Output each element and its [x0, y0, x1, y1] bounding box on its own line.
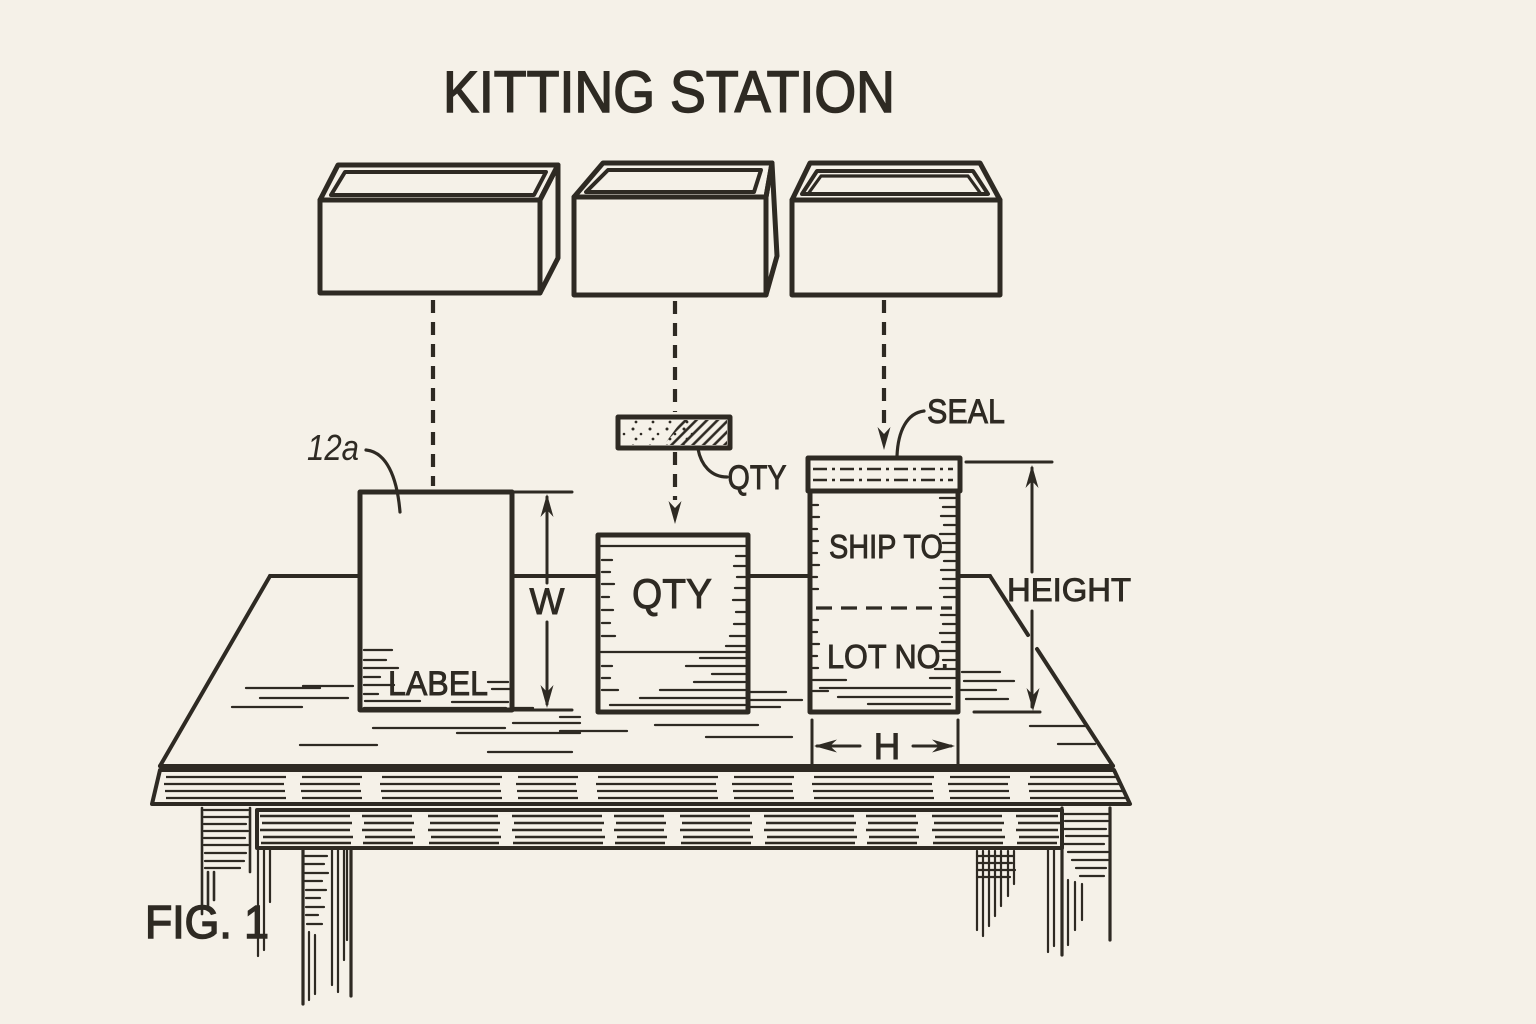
figure-label: FIG. 1: [145, 896, 269, 948]
height-dimension-text: HEIGHT: [1007, 572, 1131, 608]
label-card-outline: [357, 489, 515, 713]
ref-12a-leader-line: [364, 448, 402, 514]
label-card-shading: [362, 648, 512, 710]
box-rim-line: [806, 174, 983, 196]
qty-ticket-leader-line: [696, 447, 729, 479]
drop-line-middle: [668, 301, 682, 524]
drop-line-right: [877, 300, 891, 450]
table-leg-rear-left: [200, 806, 252, 916]
qty-ticket-text: QTY: [728, 459, 787, 497]
box-right-face: [763, 160, 780, 298]
box-opening: [800, 169, 990, 196]
box-opening: [584, 168, 763, 194]
label-card: LABEL 12a: [307, 427, 515, 713]
dimension-h: H: [810, 718, 960, 767]
supply-box-middle: [571, 160, 780, 298]
qty-box-shading: [600, 554, 804, 709]
box-front-face: [789, 197, 1003, 298]
box-right-face: [537, 162, 561, 296]
seal-text: SEAL: [927, 393, 1005, 431]
w-dimension-text: W: [530, 581, 565, 622]
ref-12a-text: 12a: [307, 427, 359, 468]
qty-ticket-hatch: [664, 420, 727, 445]
table-apron-grain: [260, 814, 1060, 845]
qty-box-outline: [595, 532, 751, 715]
height-extension-lines: [964, 460, 1054, 714]
seal-leader-line: [895, 409, 926, 458]
w-extension-lines: [512, 490, 574, 712]
dimension-w: W: [512, 490, 574, 712]
box-opening: [329, 170, 548, 197]
table-leg-front-right: [1046, 806, 1112, 957]
supply-box-right: [789, 160, 1003, 298]
figure-title: KITTING STATION: [443, 60, 895, 125]
table-edge-band-grain: [164, 775, 1126, 800]
table-leg-rear-right: [975, 849, 1017, 938]
box-front-face: [571, 194, 769, 298]
box-front-face: [317, 197, 543, 296]
table-left-edge: [158, 574, 272, 768]
ship-carton-outline: [807, 488, 961, 715]
qty-ticket: QTY: [615, 414, 787, 497]
down-arrow-icon: [877, 427, 891, 450]
down-arrow-icon: [668, 501, 682, 524]
ship-to-text: SHIP TO: [829, 528, 943, 565]
label-card-text: LABEL: [388, 665, 488, 703]
supply-box-left: [317, 162, 561, 296]
ship-carton-shading: [811, 496, 1016, 706]
lot-no-text: LOT NO.: [827, 638, 949, 675]
table-right-edge: [988, 574, 1115, 768]
ship-carton: SHIP TO LOT NO. SEAL: [805, 393, 1016, 715]
table-edge-band: [150, 768, 1132, 806]
h-dimension-text: H: [874, 726, 901, 767]
qty-box: QTY: [595, 532, 804, 715]
seal-lid-outline: [805, 455, 963, 494]
seal-lid-stitching: [813, 467, 953, 482]
qty-box-text: QTY: [632, 570, 712, 617]
qty-box-inner-lines: [599, 544, 747, 654]
h-extension-lines: [810, 718, 960, 766]
dimension-height: HEIGHT: [964, 460, 1131, 714]
table-leg-front-left: [256, 848, 353, 1006]
